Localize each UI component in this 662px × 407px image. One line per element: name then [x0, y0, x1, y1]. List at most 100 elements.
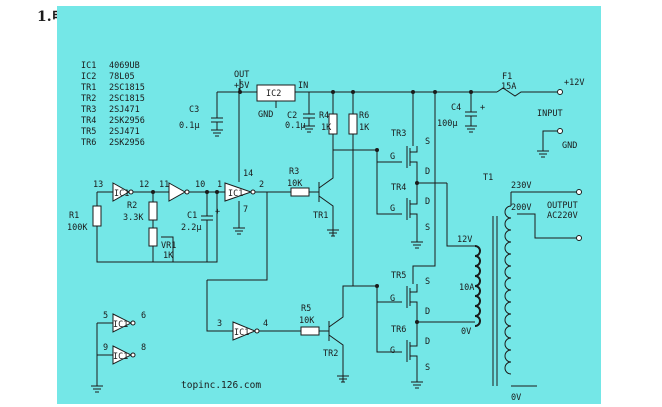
- c4-plus: +: [480, 103, 485, 113]
- v0-label-primary: 0V: [461, 327, 471, 337]
- tr6-source-label: S: [425, 363, 430, 373]
- tr5-mosfet: [376, 284, 418, 312]
- inverter-bubble: [250, 189, 256, 195]
- ic1e-label: IC1: [113, 320, 128, 330]
- winding-a-wire: [446, 183, 475, 247]
- tr5-drain-label: D: [425, 307, 430, 317]
- parts-ref: TR2: [81, 94, 96, 104]
- c1-plus: +: [215, 207, 220, 217]
- r1-value: 100K: [67, 223, 88, 233]
- fuse-f1: [496, 87, 557, 97]
- r5-label: R5: [301, 304, 311, 314]
- out-label: OUT: [234, 70, 249, 80]
- parts-value: 2SK2956: [109, 138, 145, 148]
- v12-label: 12V: [457, 235, 472, 245]
- tr3-drain-label: D: [425, 167, 430, 177]
- pin13-label: 13: [93, 180, 103, 190]
- schematic-panel: IC1 4069UB IC2 78L05 TR1 2SC1815 TR2 2SC…: [57, 6, 601, 404]
- junction-dot: [351, 90, 355, 94]
- plus12v-terminal: [557, 89, 563, 95]
- parts-ref: TR1: [81, 83, 96, 93]
- parts-value: 4069UB: [109, 61, 140, 71]
- r2-resistor: [148, 201, 158, 221]
- tr5-gate-label: G: [390, 294, 395, 304]
- pin6-label: 6: [141, 311, 146, 321]
- input-gnd-terminal: [557, 128, 563, 134]
- vr1-value: 1K: [163, 251, 174, 261]
- inverter-bubble: [130, 352, 136, 358]
- tr6-mosfet: [376, 302, 418, 368]
- r4-r6-top-wire: [332, 92, 354, 114]
- r2-value: 3.3K: [123, 213, 144, 223]
- r4-label: R4: [319, 111, 329, 121]
- ic1d-label: IC1: [234, 328, 249, 338]
- c4-value: 100μ: [437, 119, 457, 129]
- tr3-gate-label: G: [390, 152, 395, 162]
- pin7-label: 7: [243, 205, 248, 215]
- output-terminal-b: [576, 235, 582, 241]
- t1-label: T1: [483, 173, 493, 183]
- parts-value: 2SC1815: [109, 94, 145, 104]
- parts-list: IC1 4069UB IC2 78L05 TR1 2SC1815 TR2 2SC…: [81, 61, 145, 148]
- pin14-label: 14: [243, 169, 253, 179]
- v200-label: 200V: [511, 203, 531, 213]
- inverter-bubble: [128, 189, 134, 195]
- c1-capacitor: [201, 192, 213, 262]
- junction-dot: [205, 190, 209, 194]
- junction-dot: [375, 284, 379, 288]
- r1-resistor: [92, 205, 102, 227]
- ground-symbol: [211, 129, 223, 137]
- c3-value: 0.1μ: [179, 121, 199, 131]
- input-label: INPUT: [537, 109, 563, 119]
- v230-label: 230V: [511, 181, 531, 191]
- tr56-output: [416, 312, 457, 332]
- parts-value: 2SJ471: [109, 127, 140, 137]
- junction-dot: [415, 181, 419, 185]
- tr4-source-label: S: [425, 223, 430, 233]
- c1-value: 2.2μ: [181, 223, 201, 233]
- c2-capacitor: [303, 92, 315, 133]
- tr1-transistor: [309, 150, 339, 237]
- parts-ref: IC2: [81, 72, 96, 82]
- ground-symbol: [411, 228, 423, 249]
- parts-ref: IC1: [81, 61, 96, 71]
- ic1-power-wires: [233, 88, 245, 235]
- junction-dot: [415, 320, 419, 324]
- tr4-mosfet: [376, 162, 418, 228]
- tr3-mosfet: [376, 146, 418, 172]
- c3-label: C3: [189, 105, 199, 115]
- tr3-label: TR3: [391, 129, 406, 139]
- unused-inverters: IC1 IC1 5 6 9 8: [91, 311, 146, 393]
- c4-label: C4: [451, 103, 461, 113]
- r6-resistor: [348, 113, 358, 135]
- pin2-label: 2: [259, 180, 264, 190]
- ic1f-label: IC1: [113, 352, 128, 362]
- parts-value: 2SC1815: [109, 83, 145, 93]
- c2-value: 0.1μ: [285, 121, 305, 131]
- ac220-label: AC220V: [547, 211, 578, 221]
- pin8-label: 8: [141, 343, 146, 353]
- power-rails: IC2 GND F1 15A +12V OUT +5V IN C3 0.1μ C…: [179, 70, 584, 287]
- r3-label: R3: [289, 167, 299, 177]
- tr4-gate-label: G: [390, 204, 395, 214]
- parts-ref: TR5: [81, 127, 96, 137]
- gate-drive-wires: [332, 134, 377, 287]
- junction-dot: [411, 90, 415, 94]
- inverter-bubble: [254, 328, 260, 334]
- pin9-label: 9: [103, 343, 108, 353]
- c4-capacitor: [465, 92, 477, 133]
- r3-value: 10K: [287, 179, 303, 189]
- output-terminal-a: [576, 189, 582, 195]
- junction-dots: [151, 90, 473, 324]
- secondary-wires: [510, 191, 577, 387]
- c3-capacitor: [211, 114, 223, 130]
- tr4-drain-label: D: [425, 197, 430, 207]
- inverter-bubble: [184, 189, 190, 195]
- mosfet-source-wires: [412, 142, 436, 284]
- r6-label: R6: [359, 111, 369, 121]
- pin12-label: 12: [139, 180, 149, 190]
- junction-dot: [151, 190, 155, 194]
- pin1-label: 1: [217, 180, 222, 190]
- junction-dot: [375, 148, 379, 152]
- tr1-stage: R3 10K TR1: [207, 150, 339, 281]
